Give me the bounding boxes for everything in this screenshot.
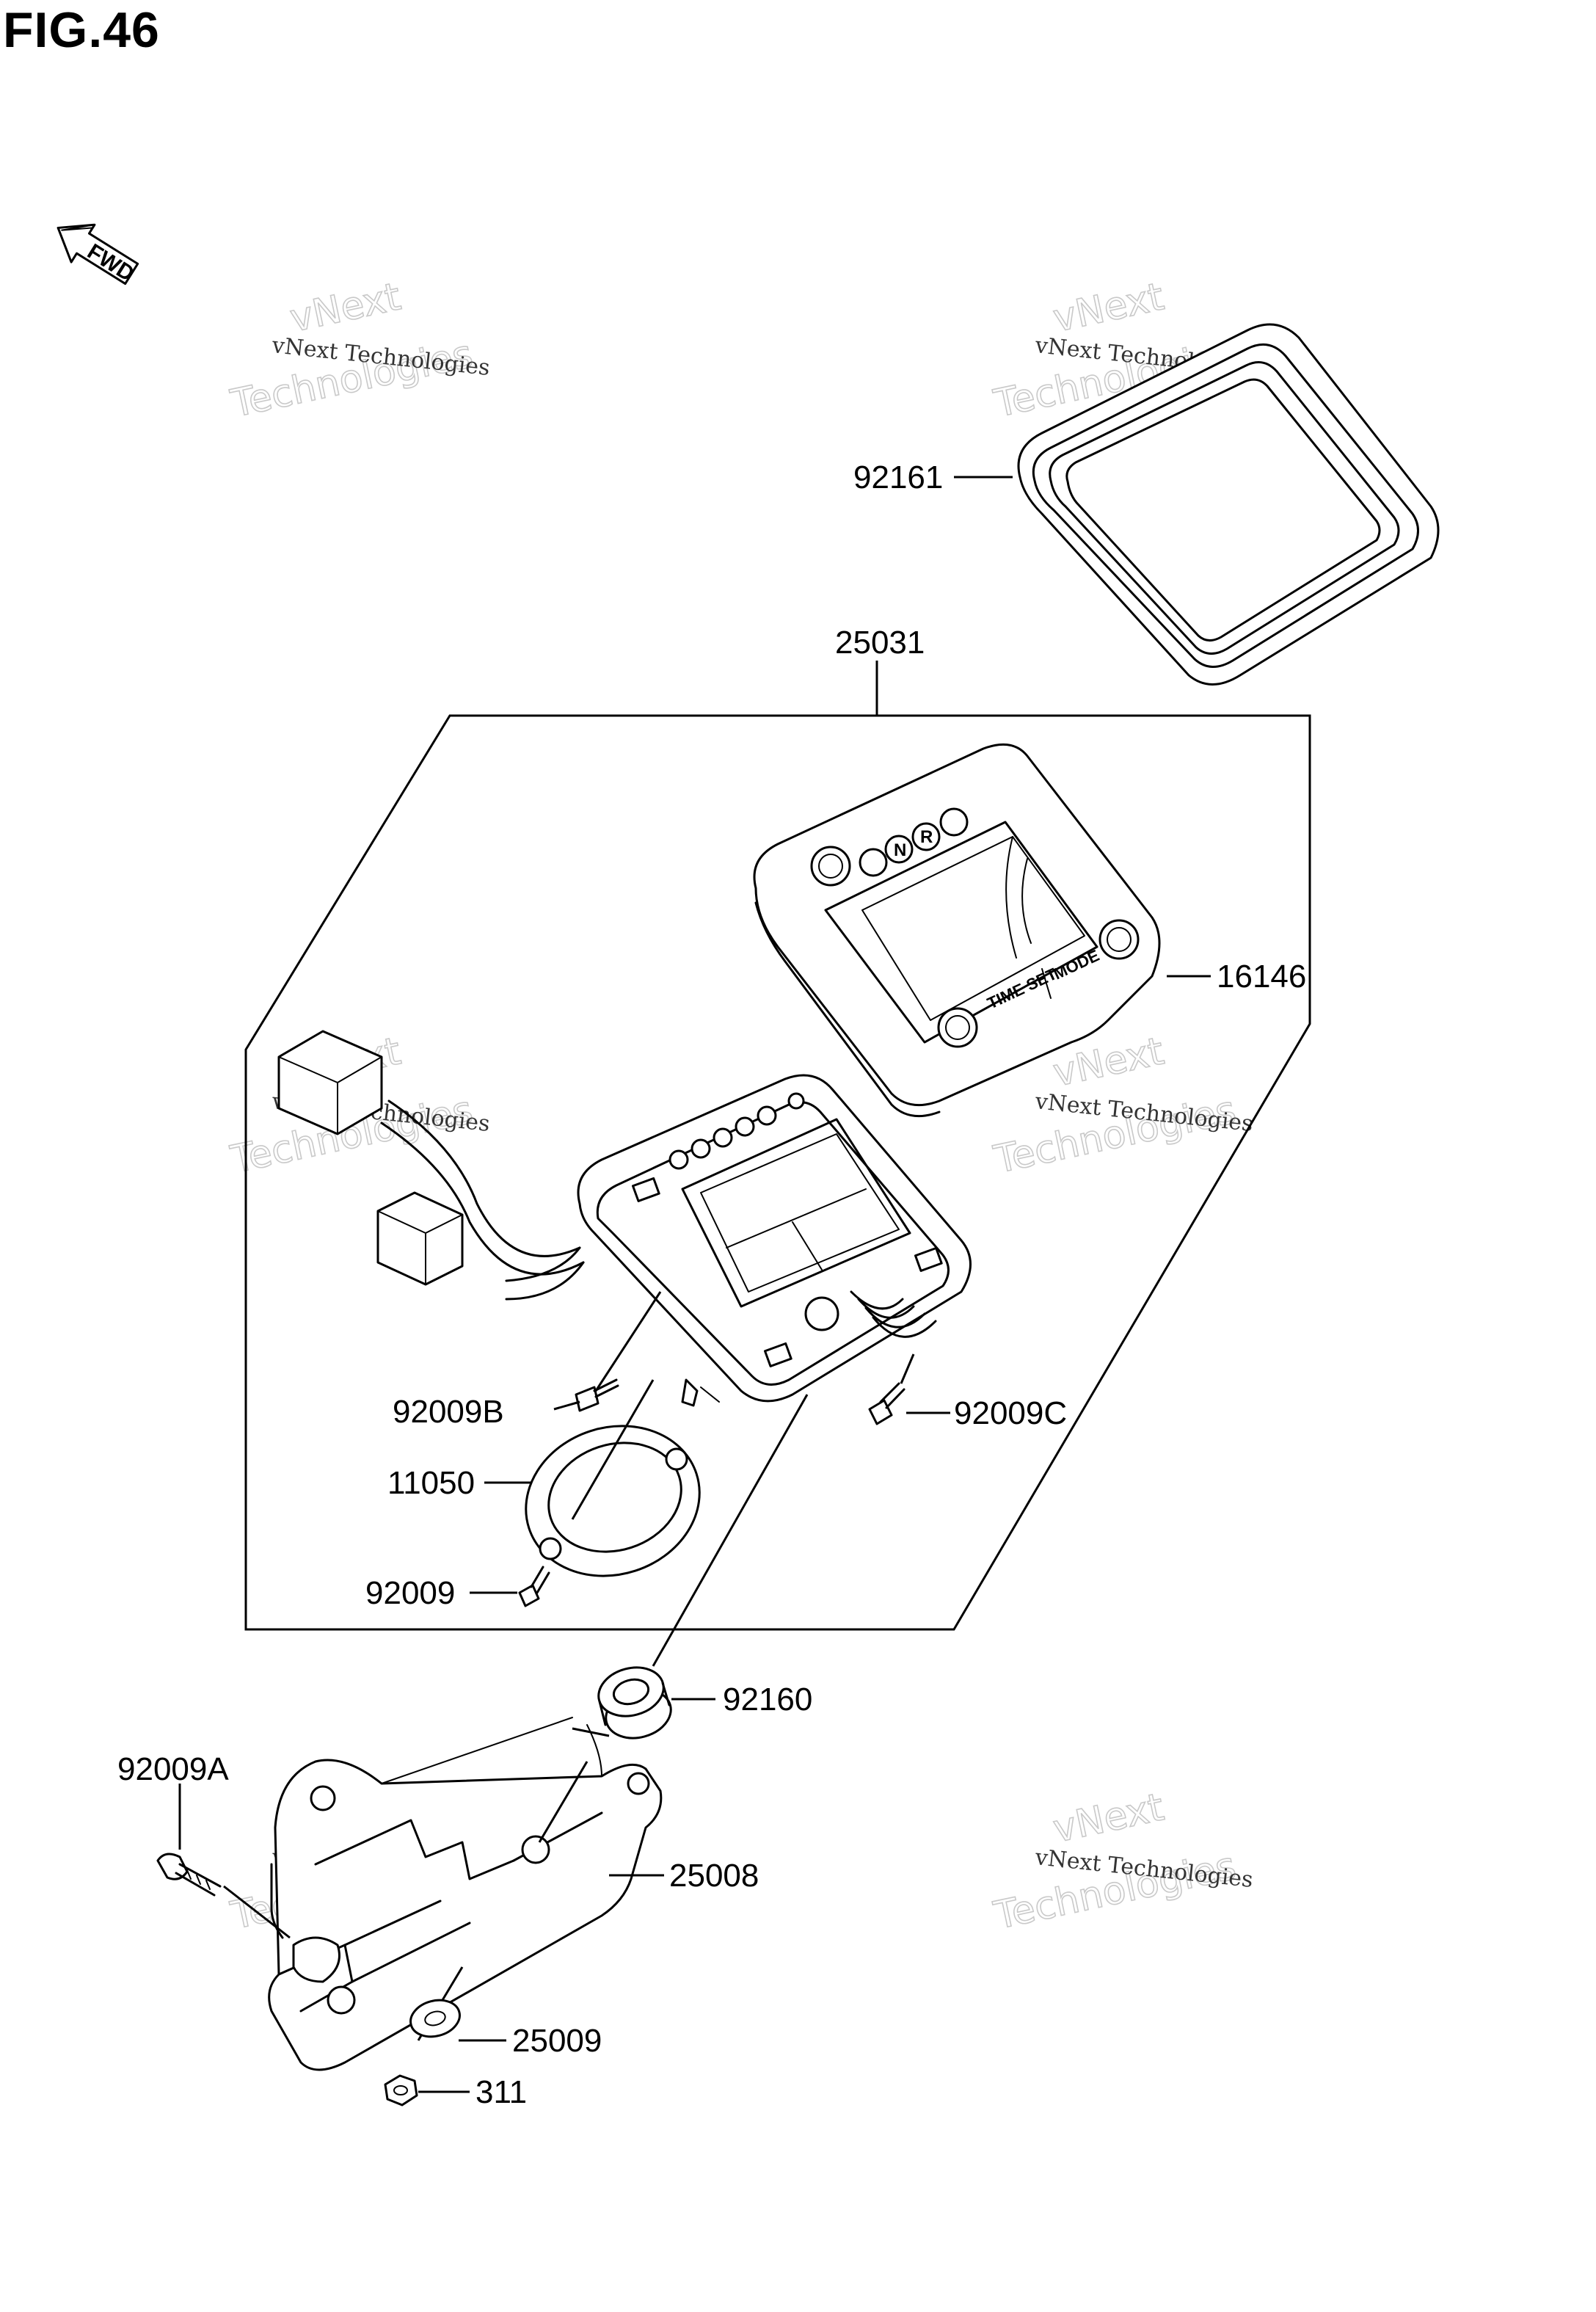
meter-bracket-25008 [268,1717,663,2071]
bolt-92009A [156,1784,291,1939]
part-label-92009B: 92009B [393,1394,504,1430]
reverse-indicator-label: R [920,827,933,847]
seal-ring-11050 [525,1379,701,1577]
part-label-11050: 11050 [387,1465,475,1501]
part-label-92160: 92160 [723,1682,812,1717]
label-leaders [418,476,1211,2093]
meter-front-case-16146: N R TIME SET MODE [753,743,1161,1118]
nut-311 [384,2074,418,2106]
watermark-6: vNext Technologies vNext Technologies [989,1785,1254,1939]
meter-body-assembly [277,1030,972,1407]
screw-92009B [575,1291,662,1412]
watermark-vnext: vNext [1049,1785,1167,1851]
neutral-indicator-label: N [894,840,906,860]
part-label-25031: 25031 [835,625,925,661]
part-label-25008: 25008 [669,1858,759,1894]
assembly-group-outline-25031 [244,661,1311,1631]
figure-title: FIG.46 [3,2,160,58]
part-label-92161: 92161 [853,459,943,495]
watermark-1: vNext Technologies vNext Technologies [226,275,491,427]
meter-gasket-92161 [1017,323,1440,686]
grommet-92160 [597,1394,809,1740]
part-label-92009C: 92009C [954,1395,1067,1431]
part-label-16146: 16146 [1217,959,1306,995]
watermark-vnext: vNext [286,275,404,341]
part-label-25009: 25009 [512,2023,602,2059]
part-label-311: 311 [475,2074,527,2110]
fwd-arrow-icon: FWD [57,223,139,286]
screw-92009 [518,1566,550,1607]
watermark-vnext: vNext [1049,275,1167,341]
part-label-92009A: 92009A [117,1751,229,1787]
screw-92009C [868,1353,915,1425]
washer-25009 [409,1999,461,2038]
part-label-92009: 92009 [365,1575,455,1611]
